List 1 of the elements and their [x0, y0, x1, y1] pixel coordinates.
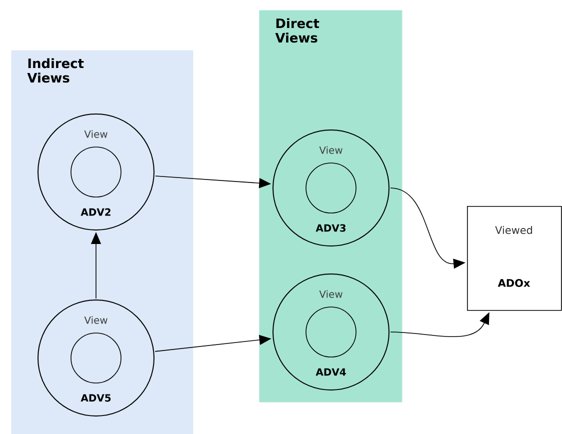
object-box: Viewed ADOx — [467, 206, 562, 311]
